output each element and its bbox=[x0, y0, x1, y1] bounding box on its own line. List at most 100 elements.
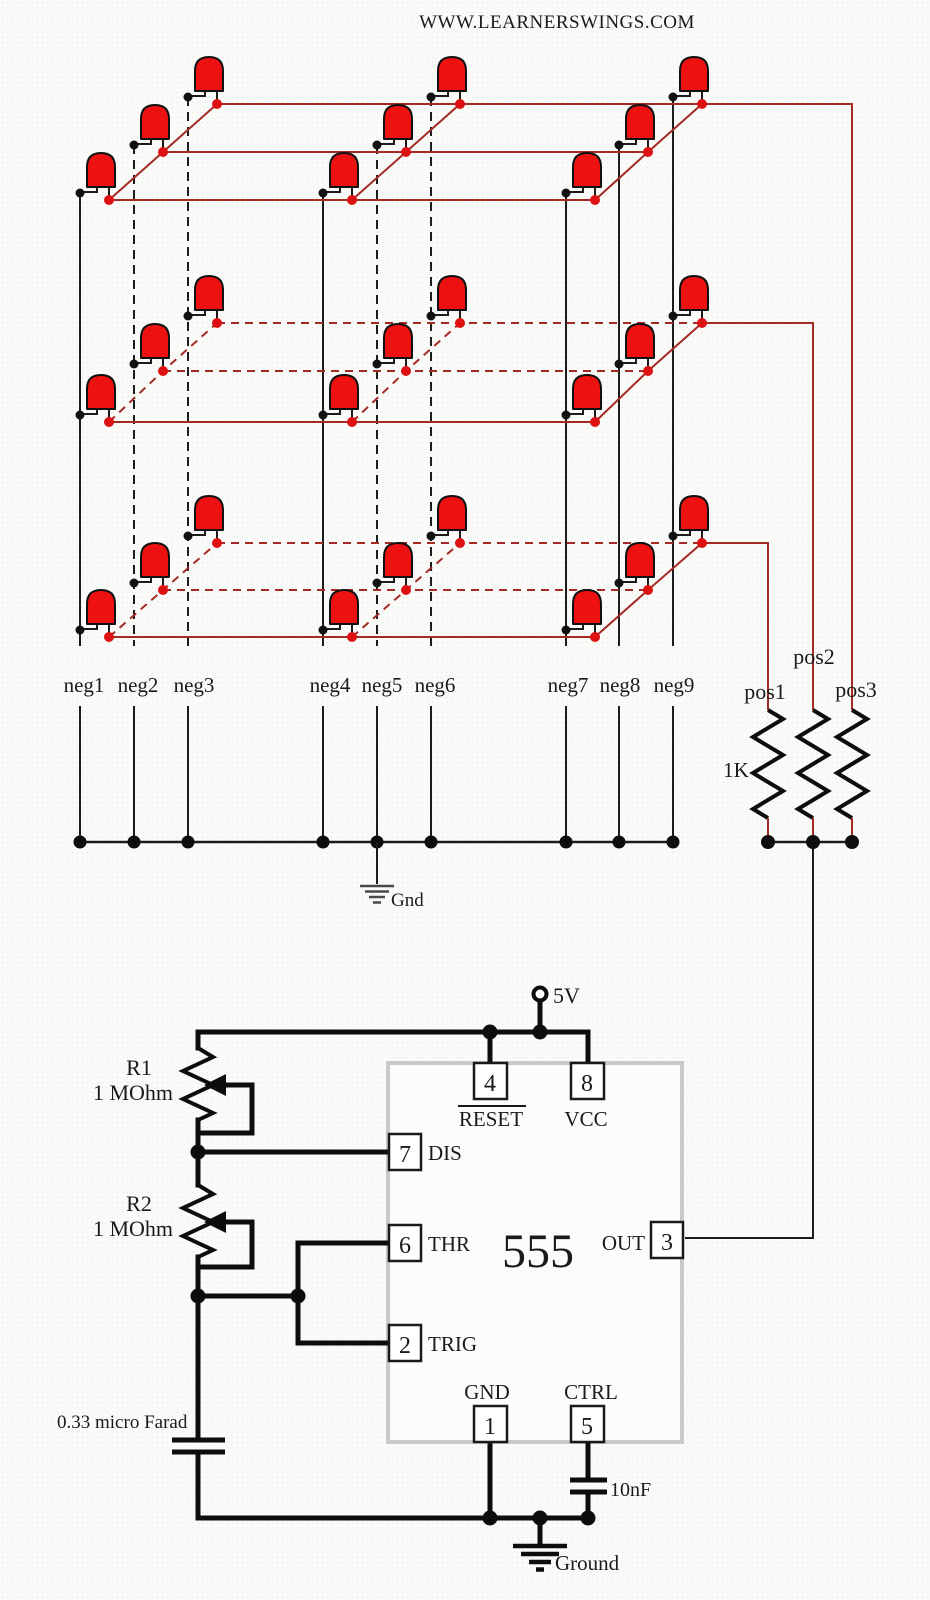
pin4-number: 4 bbox=[484, 1071, 496, 1097]
ground-label: Ground bbox=[555, 1551, 620, 1575]
thr-trig-wire bbox=[295, 1240, 392, 1346]
c2-value-label: 10nF bbox=[610, 1479, 651, 1501]
led bbox=[128, 542, 170, 596]
led bbox=[560, 589, 602, 643]
led bbox=[371, 104, 413, 158]
pin8-box bbox=[569, 1061, 606, 1101]
pin2-box bbox=[387, 1323, 423, 1363]
neg3-label: neg3 bbox=[174, 673, 215, 697]
supply-terminal-icon bbox=[531, 985, 549, 1003]
r1-value-label: 1 MOhm bbox=[93, 1080, 173, 1105]
r2-potentiometer: R2 1 MOhm bbox=[93, 1149, 255, 1299]
led bbox=[560, 152, 602, 206]
cube-ground-bus: Gnd bbox=[73, 835, 680, 911]
timing-capacitor: 0.33 micro Farad bbox=[57, 1293, 225, 1455]
led bbox=[613, 323, 655, 377]
pos3-label: pos3 bbox=[835, 677, 877, 702]
pin6-number: 6 bbox=[399, 1233, 411, 1259]
pin6-box bbox=[387, 1223, 423, 1263]
pin1-number: 1 bbox=[484, 1414, 496, 1440]
led bbox=[425, 495, 467, 549]
junction-dot bbox=[580, 1510, 596, 1526]
pin8-number: 8 bbox=[581, 1071, 593, 1097]
junction-dot bbox=[316, 835, 330, 849]
pin5-number: 5 bbox=[581, 1414, 593, 1440]
led bbox=[425, 275, 467, 329]
ctrl-pin-label: CTRL bbox=[564, 1380, 618, 1404]
neg7-label: neg7 bbox=[548, 673, 589, 697]
junction-dot bbox=[127, 835, 141, 849]
r1-potentiometer: R1 1 MOhm bbox=[93, 1046, 255, 1155]
led bbox=[128, 323, 170, 377]
pin2-number: 2 bbox=[399, 1333, 411, 1359]
pos1-label: pos1 bbox=[744, 679, 786, 704]
led bbox=[371, 542, 413, 596]
led bbox=[74, 589, 116, 643]
layer1-back-row-to-pos3 bbox=[217, 103, 853, 710]
pin7-number: 7 bbox=[399, 1142, 411, 1168]
anode-layer-wires bbox=[108, 103, 853, 710]
led bbox=[182, 56, 224, 110]
timer-circuit: 555 5V R1 1 MOhm R2 1 MOhm bbox=[57, 983, 685, 1575]
gnd-label: Gnd bbox=[391, 890, 424, 911]
r1-name-label: R1 bbox=[126, 1055, 152, 1080]
neg4-label: neg4 bbox=[310, 673, 351, 697]
555-chip-body bbox=[386, 1061, 684, 1444]
junction-dot bbox=[666, 835, 680, 849]
led bbox=[182, 275, 224, 329]
junction-dot bbox=[761, 835, 775, 849]
trig-pin-label: TRIG bbox=[428, 1332, 477, 1356]
junction-dot bbox=[73, 835, 87, 849]
neg-columns-lower bbox=[79, 706, 674, 842]
junction-dot bbox=[845, 835, 859, 849]
thr-pin-label: THR bbox=[428, 1232, 470, 1256]
supply-label: 5V bbox=[553, 983, 580, 1008]
led bbox=[74, 374, 116, 428]
junction-dot bbox=[612, 835, 626, 849]
pin5-box bbox=[569, 1404, 606, 1444]
led bbox=[667, 56, 709, 110]
reset-pin-label: RESET bbox=[459, 1107, 523, 1131]
r1-wiper-arrow-icon bbox=[204, 1074, 226, 1096]
junction-dot bbox=[482, 1510, 498, 1526]
r1-wiper-wire bbox=[195, 1082, 255, 1136]
led bbox=[560, 374, 602, 428]
led bbox=[317, 152, 359, 206]
neg8-label: neg8 bbox=[600, 673, 641, 697]
layer2-back-to-pos2 bbox=[702, 322, 814, 710]
resistor-value-label: 1K bbox=[723, 758, 749, 782]
pin7-box bbox=[387, 1132, 423, 1172]
resistor-lower-stubs bbox=[767, 818, 853, 838]
led bbox=[371, 323, 413, 377]
junction-dot bbox=[532, 1024, 548, 1040]
out-feed-wire bbox=[685, 842, 814, 1239]
r2-wiper-arrow-icon bbox=[204, 1211, 226, 1233]
junction-dot bbox=[559, 835, 573, 849]
led bbox=[667, 275, 709, 329]
led bbox=[317, 374, 359, 428]
chip-label: 555 bbox=[502, 1225, 574, 1278]
pin-boxes: 4 8 7 6 2 3 1 5 bbox=[387, 1061, 685, 1444]
c1-value-label: 0.33 micro Farad bbox=[57, 1412, 188, 1433]
neg1-label: neg1 bbox=[64, 673, 105, 697]
current-limit-resistors bbox=[685, 708, 871, 1239]
led bbox=[667, 495, 709, 549]
pin4-box bbox=[472, 1061, 509, 1101]
pin3-number: 3 bbox=[661, 1230, 673, 1256]
resistor-pos3 bbox=[833, 708, 871, 820]
r2-name-label: R2 bbox=[126, 1191, 152, 1216]
r2-value-label: 1 MOhm bbox=[93, 1216, 173, 1241]
pin-labels: RESET VCC DIS THR TRIG OUT GND CTRL bbox=[428, 1105, 645, 1404]
cathode-columns bbox=[79, 97, 674, 842]
led bbox=[613, 542, 655, 596]
junction-dot bbox=[806, 835, 820, 849]
resistor-pos1 bbox=[749, 708, 787, 820]
junction-dot bbox=[482, 1024, 498, 1040]
led bbox=[613, 104, 655, 158]
neg2-label: neg2 bbox=[118, 673, 159, 697]
page-title: WWW.LEARNERSWINGS.COM bbox=[419, 12, 695, 33]
neg6-label: neg6 bbox=[415, 673, 456, 697]
supply-rail-wire bbox=[195, 1029, 591, 1066]
